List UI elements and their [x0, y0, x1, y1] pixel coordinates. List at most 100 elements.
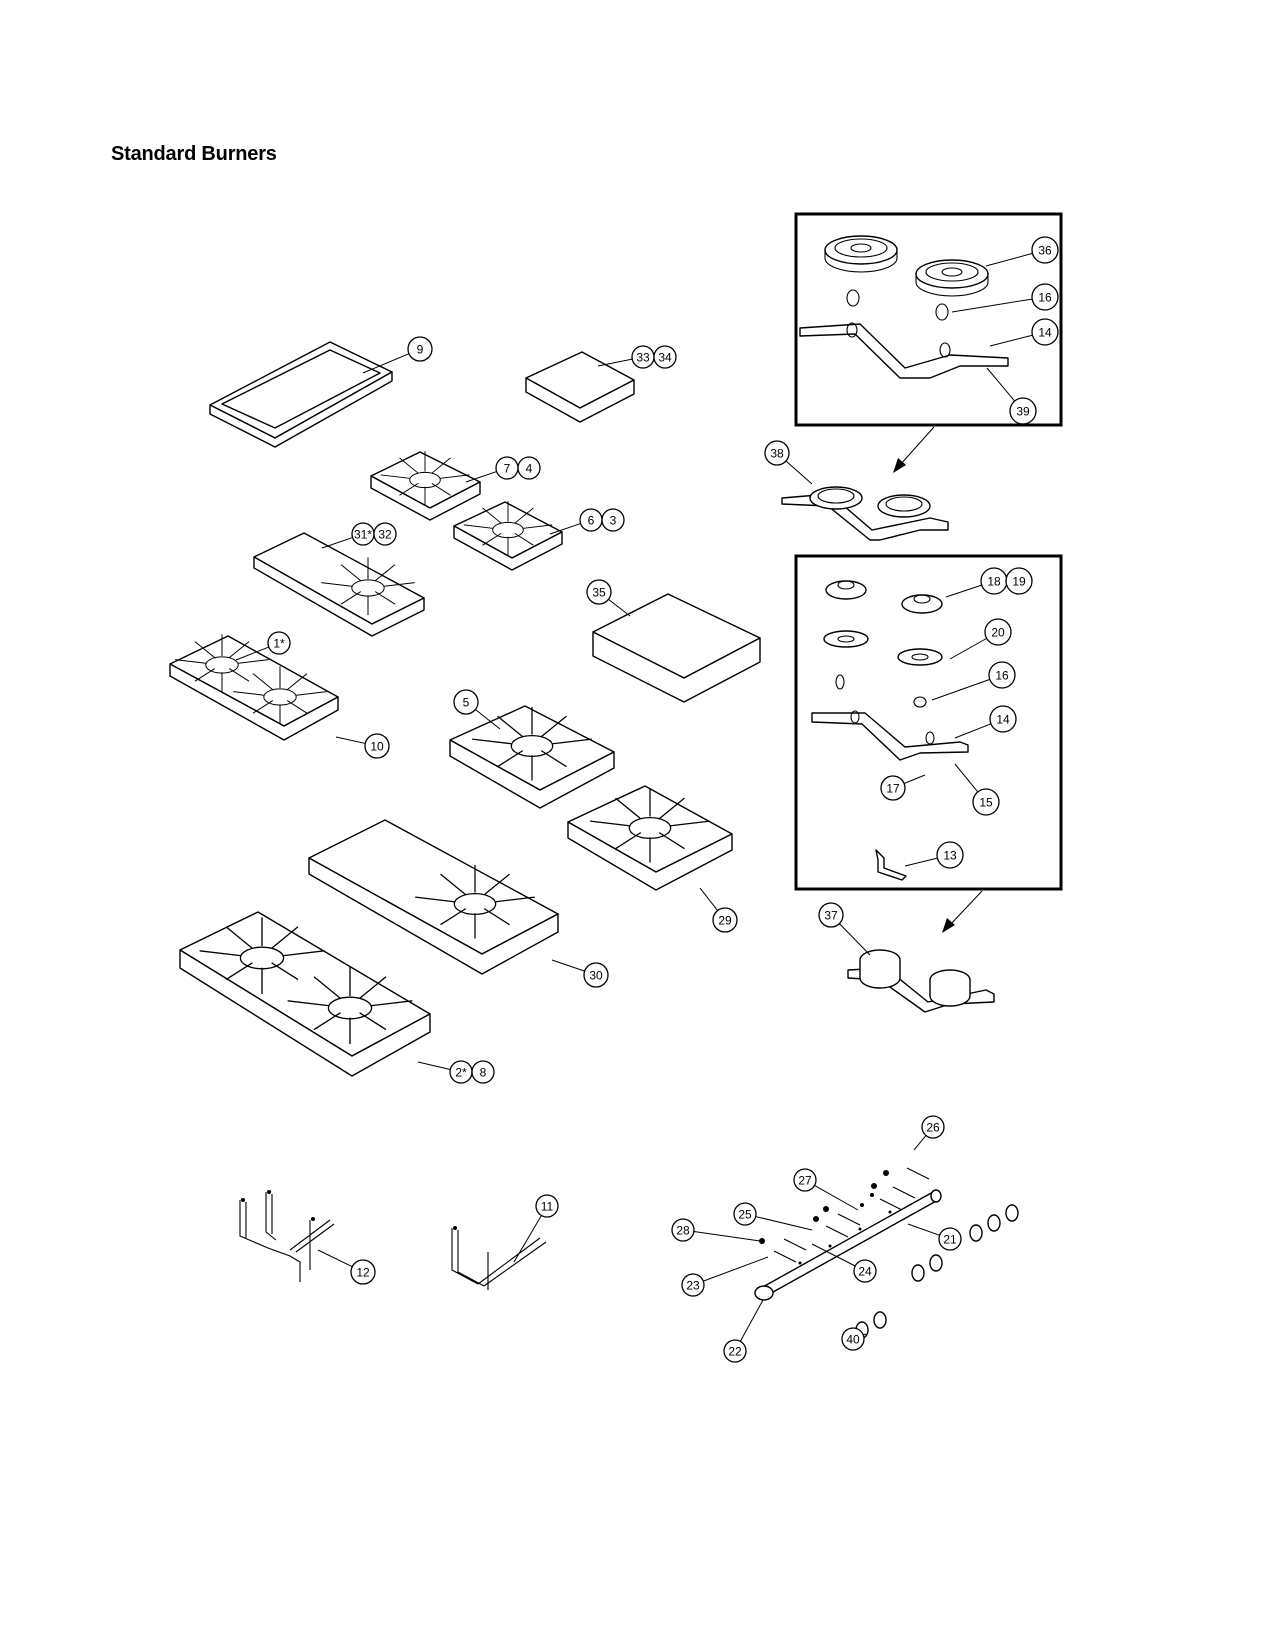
callout-c1: 1* — [235, 631, 291, 661]
part-assembled-burner-37 — [847, 949, 995, 1013]
callout-label: 14 — [996, 713, 1010, 727]
leader-line — [513, 1215, 542, 1263]
leader-line — [954, 763, 979, 793]
callout-circle — [723, 1339, 747, 1363]
callout-label: 39 — [1016, 405, 1030, 419]
callout-circle — [841, 1327, 865, 1351]
callout-circle — [586, 579, 612, 605]
callout-label: 7 — [504, 462, 511, 476]
callout-c27: 27 — [793, 1168, 859, 1211]
leader-line — [814, 1184, 859, 1211]
page-title: Standard Burners — [111, 143, 277, 165]
callout-label: 34 — [658, 351, 672, 365]
leader-line — [362, 353, 410, 374]
callout-c2: 2* — [417, 1060, 473, 1084]
callout-c14b: 14 — [954, 705, 1017, 739]
callout-circle — [583, 962, 609, 988]
part-burner-tube-a — [799, 322, 1009, 379]
callout-c11: 11 — [513, 1194, 559, 1263]
callout-c3: 3 — [601, 508, 625, 532]
leader-line — [551, 959, 585, 972]
callout-c16b: 16 — [931, 661, 1016, 701]
callout-label: 20 — [991, 626, 1005, 640]
callout-circle — [853, 1259, 877, 1283]
callout-circle — [350, 1259, 376, 1285]
callout-label: 35 — [592, 586, 606, 600]
callout-circle — [1031, 283, 1059, 311]
part-burner-tube-b — [811, 710, 969, 761]
leader-line — [986, 367, 1016, 402]
callout-label: 6 — [588, 514, 595, 528]
callout-circle — [989, 705, 1017, 733]
callout-circle — [936, 841, 964, 869]
part-star-burner-caps — [824, 235, 989, 321]
callout-circle — [453, 689, 479, 715]
callout-c17: 17 — [880, 774, 926, 801]
leader-line — [235, 646, 269, 661]
callout-label: 27 — [798, 1174, 812, 1188]
leader-line — [608, 598, 631, 617]
callout-circle — [681, 1273, 705, 1297]
part-plate-with-grate — [253, 532, 425, 637]
callout-circle — [764, 440, 790, 466]
callout-circle — [373, 522, 397, 546]
callout-label: 5 — [463, 696, 470, 710]
callout-c5: 5 — [453, 689, 501, 730]
leader-line — [985, 252, 1033, 267]
callout-c6: 6 — [549, 508, 603, 535]
callout-circle — [364, 733, 390, 759]
leader-line — [475, 709, 501, 730]
callout-label: 2* — [455, 1066, 467, 1080]
callout-c8: 8 — [471, 1060, 495, 1084]
leader-line — [693, 1231, 761, 1242]
callout-label: 23 — [686, 1279, 700, 1293]
callout-c23: 23 — [681, 1256, 769, 1297]
callout-c15: 15 — [954, 763, 1000, 816]
callout-circle — [407, 336, 433, 362]
callout-label: 14 — [1038, 326, 1052, 340]
callout-circle — [267, 631, 291, 655]
leader-line — [903, 774, 926, 784]
leader-line — [913, 1135, 927, 1151]
callout-c4: 4 — [517, 456, 541, 480]
callout-circle — [471, 1060, 495, 1084]
callout-c24: 24 — [811, 1243, 877, 1283]
callout-label: 26 — [926, 1121, 940, 1135]
callout-label: 9 — [417, 343, 424, 357]
callout-circle — [880, 775, 906, 801]
callout-circle — [733, 1202, 757, 1226]
part-griddle-frame — [209, 341, 393, 448]
leader-line — [317, 1249, 353, 1268]
callout-circle — [818, 902, 844, 928]
callout-label: 4 — [526, 462, 533, 476]
callout-circle — [793, 1168, 817, 1192]
callout-c33: 33 — [597, 345, 655, 369]
part-thick-plate — [592, 593, 761, 703]
callout-label: 1* — [273, 637, 285, 651]
callout-label: 17 — [886, 782, 900, 796]
arrow-detail-1 — [893, 426, 935, 473]
leader-line — [945, 584, 982, 598]
callout-c16a: 16 — [951, 283, 1059, 313]
callout-circle — [921, 1115, 945, 1139]
leader-line — [811, 1243, 856, 1267]
callout-circle — [988, 661, 1016, 689]
callout-circle — [671, 1218, 695, 1242]
detail-box-star-burner — [794, 212, 1063, 427]
callout-c32: 32 — [373, 522, 397, 546]
callout-c39: 39 — [986, 367, 1037, 425]
callout-c7: 7 — [465, 456, 519, 483]
callout-circle — [1005, 567, 1033, 595]
arrow-detail-2 — [942, 890, 983, 933]
leader-line — [699, 887, 719, 911]
callout-c35: 35 — [586, 579, 631, 617]
callout-label: 16 — [995, 669, 1009, 683]
callout-c31: 31* — [321, 522, 375, 549]
part-single-grate-b — [453, 500, 563, 571]
leader-line — [951, 298, 1033, 313]
leader-line — [321, 537, 353, 549]
callout-label: 19 — [1012, 575, 1026, 589]
callout-label: 15 — [979, 796, 993, 810]
callout-c38: 38 — [764, 440, 813, 485]
